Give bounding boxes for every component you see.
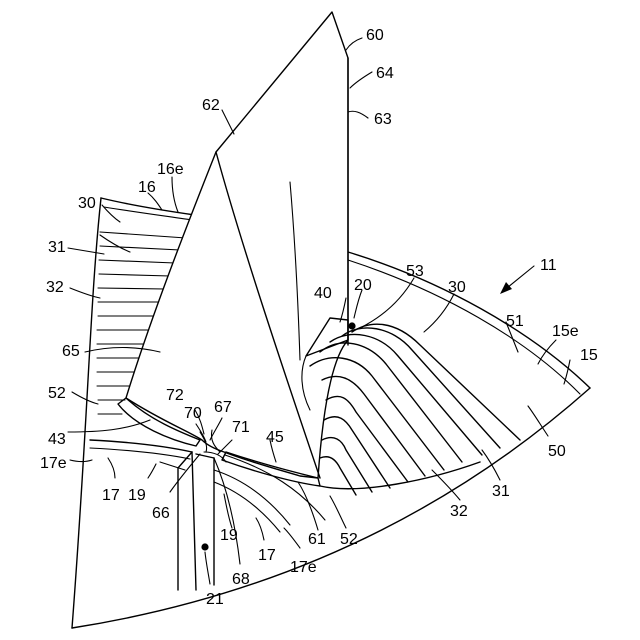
label-31-left: 31 bbox=[48, 239, 66, 256]
label-31-right: 31 bbox=[492, 483, 510, 500]
label-68: 68 bbox=[232, 571, 250, 588]
label-32-right: 32 bbox=[450, 503, 468, 520]
label-40: 40 bbox=[314, 285, 332, 302]
post-21-front bbox=[192, 452, 196, 590]
label-72: 72 bbox=[166, 387, 184, 404]
left-edge bbox=[72, 198, 101, 628]
label-71: 71 bbox=[232, 419, 250, 436]
label-66: 66 bbox=[152, 505, 170, 522]
blade-body bbox=[126, 12, 348, 478]
segment-17e-inner bbox=[90, 448, 190, 459]
label-67: 67 bbox=[214, 399, 232, 416]
point-21 bbox=[201, 543, 208, 550]
label-50: 50 bbox=[548, 443, 566, 460]
label-11: 11 bbox=[540, 257, 557, 274]
label-21: 21 bbox=[206, 591, 224, 608]
label-15: 15 bbox=[580, 347, 598, 364]
label-17e-left: 17e bbox=[40, 455, 67, 472]
label-63: 63 bbox=[374, 111, 392, 128]
end-face-16e bbox=[101, 198, 195, 215]
label-20: 20 bbox=[354, 277, 372, 294]
label-16e: 16e bbox=[157, 161, 184, 178]
label-52-left: 52 bbox=[48, 385, 66, 402]
label-16: 16 bbox=[138, 179, 156, 196]
label-17e-right: 17e bbox=[290, 559, 317, 576]
label-62: 62 bbox=[202, 97, 220, 114]
bottom-edge bbox=[72, 388, 590, 628]
label-51: 51 bbox=[506, 313, 524, 330]
label-53: 53 bbox=[406, 263, 424, 280]
label-15e: 15e bbox=[552, 323, 579, 340]
label-30-left: 30 bbox=[78, 195, 96, 212]
label-64: 64 bbox=[376, 65, 394, 82]
point-20 bbox=[348, 322, 355, 329]
label-52-right: 52 bbox=[340, 531, 358, 548]
label-60: 60 bbox=[366, 27, 384, 44]
label-45: 45 bbox=[266, 429, 284, 446]
label-32-left: 32 bbox=[46, 279, 64, 296]
label-61: 61 bbox=[308, 531, 326, 548]
label-30-right: 30 bbox=[448, 279, 466, 296]
label-17-right: 17 bbox=[258, 547, 276, 564]
label-43: 43 bbox=[48, 431, 66, 448]
segment-17e-edge bbox=[90, 440, 192, 452]
label-17-left: 17 bbox=[102, 487, 120, 504]
label-19-right: 19 bbox=[220, 527, 238, 544]
label-65: 65 bbox=[62, 343, 80, 360]
label-70: 70 bbox=[184, 405, 202, 422]
label-19-left: 19 bbox=[128, 487, 146, 504]
end-face-16e-inner bbox=[104, 207, 192, 220]
